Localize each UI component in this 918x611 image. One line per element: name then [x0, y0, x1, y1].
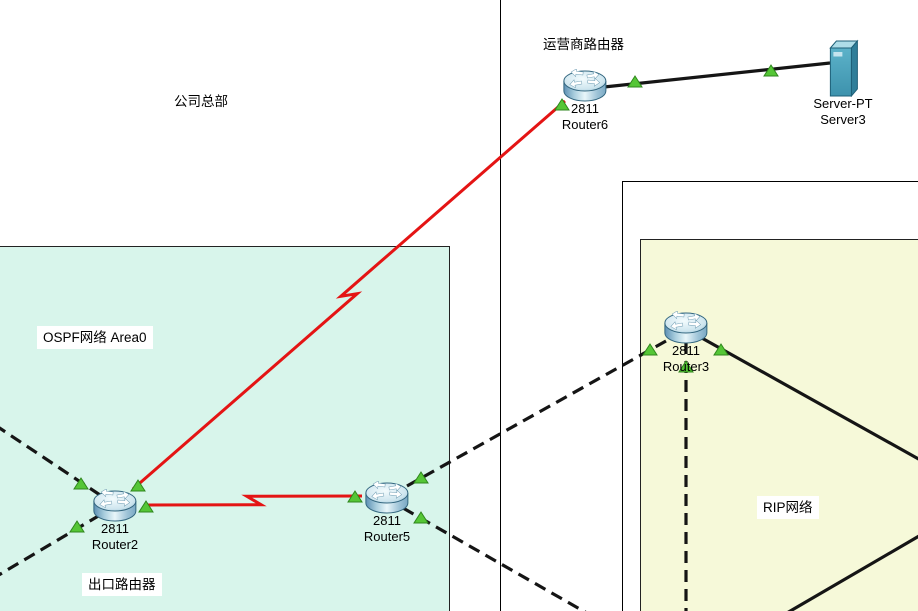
label-carrier-router[interactable]: 运营商路由器	[537, 33, 630, 56]
link-router6-server3[interactable]	[603, 61, 831, 89]
region-ospf-area0[interactable]	[0, 246, 450, 611]
link-router5-southeast[interactable]	[402, 506, 592, 611]
label-exit-router[interactable]: 出口路由器	[82, 573, 162, 596]
device-model-label: 2811	[373, 513, 401, 528]
label-rip[interactable]: RIP网络	[757, 496, 819, 519]
device-model-label: Server-PT	[813, 96, 873, 111]
device-router5[interactable]: 2811 Router5	[364, 481, 410, 544]
device-name-label: Server3	[820, 111, 866, 127]
router-icon	[563, 69, 607, 103]
link-router2-router5-serial[interactable]	[145, 494, 363, 507]
device-model-label: 2811	[571, 101, 599, 116]
device-name-label: Router6	[561, 116, 609, 132]
device-name-label: Router5	[363, 528, 411, 544]
device-router3[interactable]: 2811 Router3	[663, 311, 709, 374]
link-offscreen-southeast[interactable]	[780, 532, 918, 611]
device-router2[interactable]: 2811 Router2	[92, 489, 138, 552]
device-server3[interactable]: Server-PT Server3	[813, 39, 873, 127]
label-company-hq[interactable]: 公司总部	[168, 90, 234, 113]
region-rip[interactable]	[640, 239, 918, 611]
router-icon	[664, 311, 708, 345]
device-model-label: 2811	[101, 521, 129, 536]
device-name-label: Router3	[662, 358, 710, 374]
link-router5-router3[interactable]	[406, 339, 667, 488]
link-router3-east[interactable]	[699, 335, 918, 462]
router-icon	[93, 489, 137, 523]
device-router6[interactable]: 2811 Router6	[562, 69, 608, 132]
router-icon	[365, 481, 409, 515]
device-name-label: Router2	[91, 536, 139, 552]
label-ospf-area0[interactable]: OSPF网络 Area0	[37, 326, 153, 349]
device-model-label: 2811	[672, 343, 700, 358]
server-icon	[829, 40, 858, 97]
link-router6-router2-serial[interactable]	[132, 99, 566, 491]
